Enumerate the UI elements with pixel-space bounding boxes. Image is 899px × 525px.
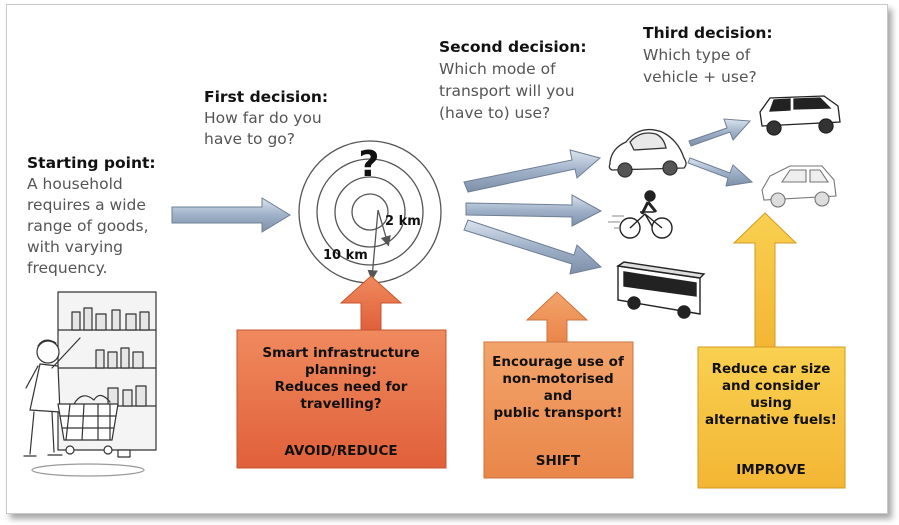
shift-line: and [544, 388, 572, 404]
shift-line: public transport! [494, 405, 623, 421]
arrow-to-car [463, 149, 602, 193]
shift-box-rect [483, 341, 634, 479]
starting-point-heading: Starting point: [27, 154, 156, 172]
label-10km: 10 km [323, 248, 368, 263]
improve-line: alternative fuels! [705, 412, 837, 428]
third-decision-line: Which type of [643, 46, 751, 64]
improve-line: Reduce car size [712, 361, 831, 377]
ring-inner [351, 193, 389, 231]
first-decision-line: have to go? [204, 130, 295, 148]
avoid-line: travelling? [300, 396, 381, 412]
second-decision-heading: Second decision: [439, 38, 587, 56]
starting-point-label: Starting point: A household requires a w… [27, 154, 156, 277]
starting-point-line: range of goods, [27, 217, 149, 235]
bus-icon [616, 261, 706, 319]
starting-point-line: A household [27, 175, 123, 193]
ring-second [334, 176, 406, 248]
arrow-car-to-suv [688, 118, 752, 147]
label-2km: 2 km [385, 214, 421, 229]
first-decision-line: How far do you [204, 109, 322, 127]
first-decision-label: First decision: How far do you have to g… [204, 88, 328, 148]
compact-car-icon [608, 128, 687, 178]
distance-rings [298, 140, 442, 284]
improve-line: using [750, 395, 792, 411]
avoid-line: Reduces need for [275, 379, 408, 395]
shift-box: Encourage use of non-motorised and publi… [483, 291, 634, 479]
avoid-line: planning: [305, 362, 377, 378]
improve-box-rect [697, 346, 846, 489]
flow-arrows [171, 118, 754, 275]
starting-point-line: with varying [27, 238, 123, 256]
second-decision-line: transport will you [439, 82, 575, 100]
question-mark: ? [359, 144, 380, 185]
improve-action: IMPROVE [736, 462, 806, 478]
third-decision-line: vehicle + use? [643, 68, 757, 86]
avoid-action: AVOID/REDUCE [284, 443, 397, 459]
radius-10km [367, 209, 379, 281]
shift-line: Encourage use of [492, 354, 624, 370]
starting-point-line: frequency. [27, 259, 107, 277]
second-decision-label: Second decision: Which mode of transport… [439, 38, 587, 122]
suv-icon [759, 95, 841, 136]
arrow-car-to-hatchback [687, 157, 754, 187]
improve-up-arrow [732, 212, 798, 348]
second-decision-line: (have to) use? [439, 104, 550, 122]
improve-line: and consider [722, 378, 820, 394]
arrow-to-bicycle [465, 194, 603, 227]
improve-box: Reduce car size and consider using alter… [697, 212, 846, 489]
first-decision-heading: First decision: [204, 88, 328, 106]
arrow-to-bus [463, 219, 603, 275]
third-decision-label: Third decision: Which type of vehicle + … [643, 24, 773, 86]
radius-2km [377, 209, 391, 247]
shift-line: non-motorised [502, 371, 613, 387]
arrow-start-to-first [171, 197, 291, 233]
shift-action: SHIFT [536, 453, 581, 469]
second-decision-line: Which mode of [439, 60, 556, 78]
avoid-box-rect [236, 329, 447, 469]
third-decision-heading: Third decision: [643, 24, 773, 42]
ring-third [316, 158, 424, 266]
bicycle-icon [608, 190, 673, 239]
shift-up-arrow [525, 291, 589, 343]
starting-point-line: requires a wide [27, 196, 146, 214]
avoid-box: Smart infrastructure planning: Reduces n… [236, 275, 447, 469]
avoid-up-arrow [339, 275, 403, 331]
avoid-line: Smart infrastructure [262, 345, 419, 361]
shopper-illustration [23, 291, 157, 477]
hatchback-icon [761, 165, 837, 208]
